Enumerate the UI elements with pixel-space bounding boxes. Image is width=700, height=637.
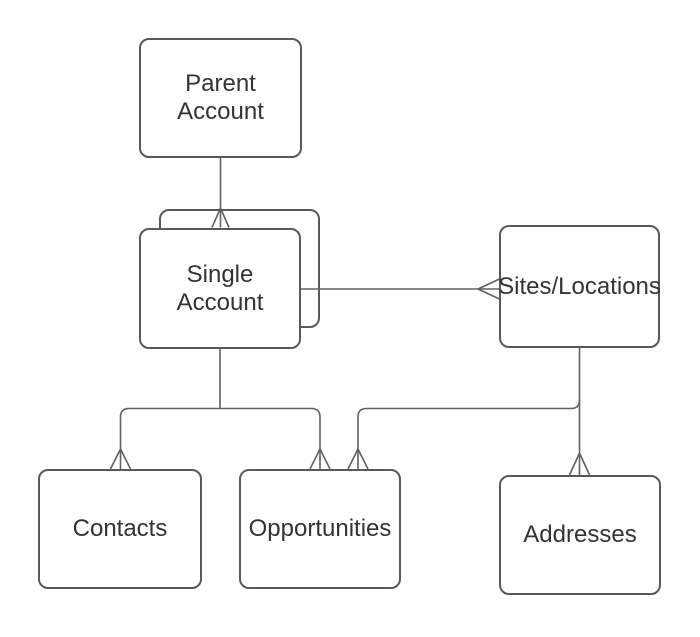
node-contacts: Contacts [38,469,202,589]
crow-foot-icon [347,448,369,470]
node-label-addresses: Addresses [523,521,637,548]
crow-foot-icon [568,452,591,476]
crow-foot-icon [109,448,132,470]
node-sites-locations: Sites/Locations [498,225,661,348]
node-parent-account: Parent Account [139,38,302,158]
node-label-parent-account: Parent Account [177,70,264,125]
node-label-opportunities: Opportunities [248,515,392,542]
edge-sites-to-opportunities-addresses [347,348,591,476]
node-opportunities: Opportunities [239,469,401,589]
node-label-sites-locations: Sites/Locations [498,272,661,300]
crow-foot-icon [309,448,331,470]
node-label-single-account: Single Account [176,260,264,316]
crow-foot-icon [477,278,500,300]
node-addresses: Addresses [499,475,661,595]
edge-single-to-contacts-opportunities [109,349,331,470]
node-single-account: Single Account [139,228,301,349]
node-label-contacts: Contacts [72,515,168,542]
edge-single-to-sites [301,278,500,300]
